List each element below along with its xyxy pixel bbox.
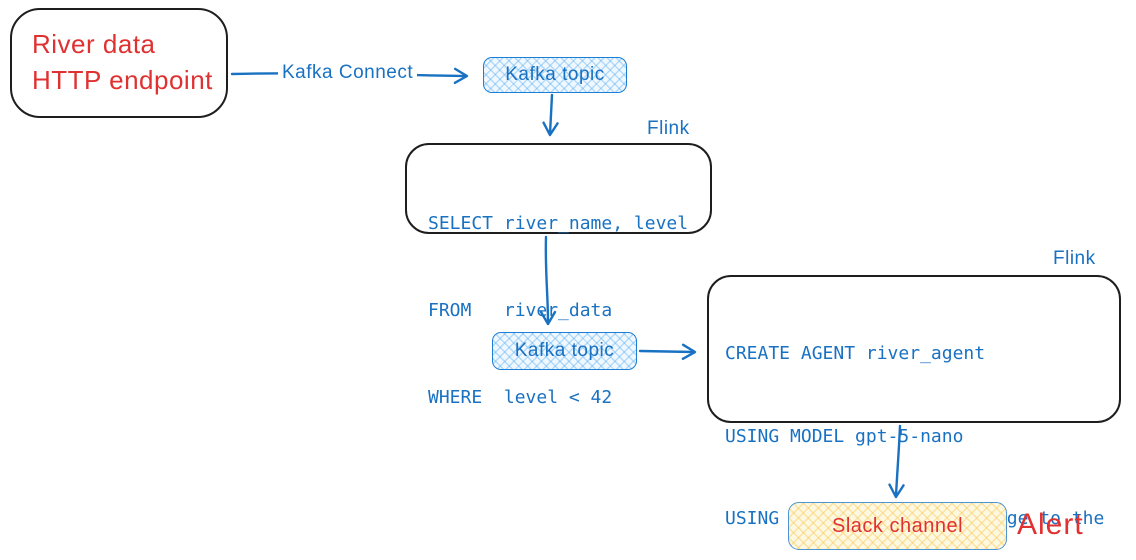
kafka-topic-1-label: Kafka topic xyxy=(505,64,605,85)
sql-line-select: SELECT river_name, level xyxy=(428,213,689,234)
river-endpoint-line1: River data xyxy=(32,29,156,59)
flink-tag-sql: Flink xyxy=(647,118,690,139)
arrow-sql-to-topic2 xyxy=(539,235,557,326)
node-slack-channel: Slack channel xyxy=(788,502,1007,550)
sql-line-where: WHERE level < 42 xyxy=(428,387,613,408)
node-flink-agent-statement: CREATE AGENT river_agent USING MODEL gpt… xyxy=(707,275,1121,529)
node-flink-sql-statement: SELECT river_name, level FROM river_data… xyxy=(405,143,712,408)
arrow-topic1-to-sql xyxy=(542,93,559,137)
arrow-topic2-to-agent xyxy=(638,343,697,360)
node-river-http-endpoint: River data HTTP endpoint xyxy=(10,8,228,118)
node-kafka-topic-2: Kafka topic xyxy=(492,332,637,370)
sql-line-from: FROM river_data xyxy=(428,300,613,321)
kafka-topic-2-label: Kafka topic xyxy=(514,340,615,361)
kafka-connect-edge-label: Kafka Connect xyxy=(278,62,418,84)
agent-line-create: CREATE AGENT river_agent xyxy=(725,343,986,364)
river-endpoint-line2: HTTP endpoint xyxy=(32,65,213,95)
arrow-agent-to-slack xyxy=(888,424,905,499)
agent-line-model: USING MODEL gpt-5-nano xyxy=(725,425,964,447)
flink-tag-agent: Flink xyxy=(1053,248,1096,269)
alert-annotation: Alert xyxy=(1017,508,1084,541)
node-kafka-topic-1: Kafka topic xyxy=(483,57,627,93)
slack-channel-label: Slack channel xyxy=(831,514,964,537)
